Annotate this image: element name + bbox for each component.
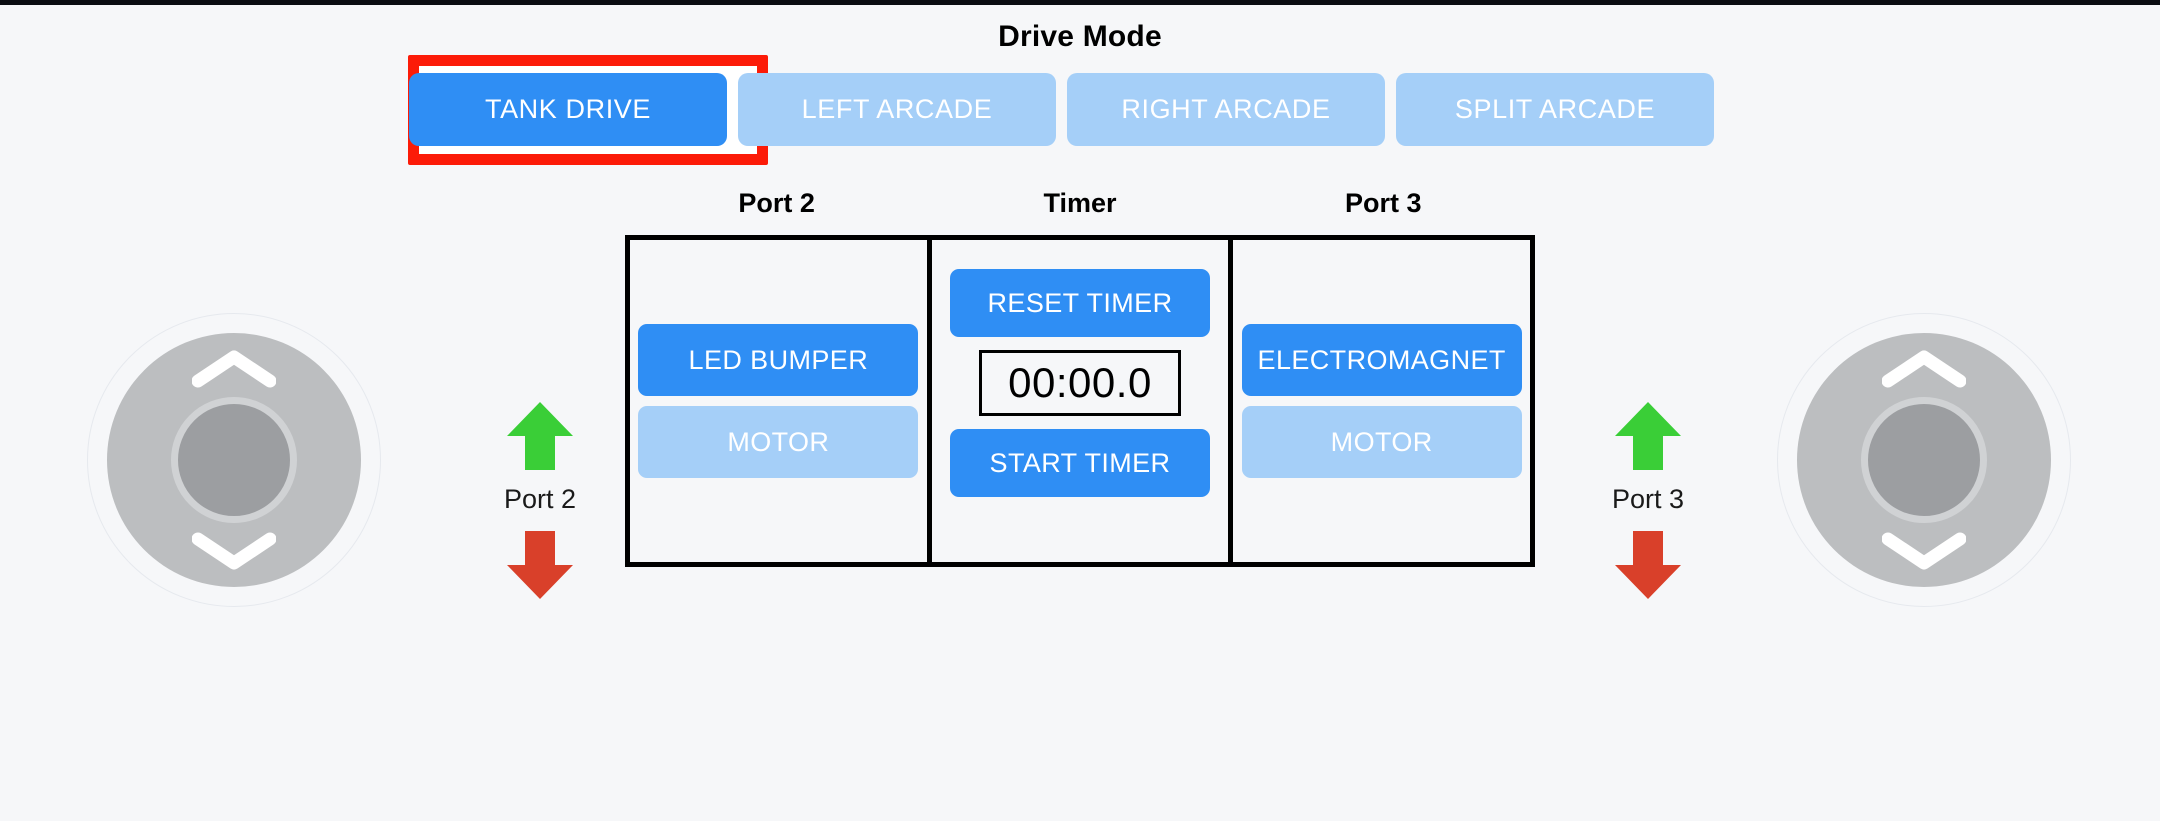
port3-electromagnet-button[interactable]: ELECTROMAGNET xyxy=(1241,324,1522,396)
right-joystick[interactable] xyxy=(1777,313,2071,607)
drive-mode-right-arcade-button[interactable]: RIGHT ARCADE xyxy=(1067,73,1385,146)
drive-mode-title: Drive Mode xyxy=(998,20,1162,53)
panel-header-labels: Port 2 Timer Port 3 xyxy=(625,188,1535,219)
right-joystick-knob[interactable] xyxy=(1861,397,1987,523)
port2-label: Port 2 xyxy=(503,484,577,514)
drive-mode-tank-drive-button[interactable]: TANK DRIVE xyxy=(409,73,727,146)
arrow-down-icon[interactable] xyxy=(505,529,575,601)
chevron-up-icon xyxy=(1882,349,1966,389)
chevron-up-icon xyxy=(192,349,276,389)
panel-label-port3: Port 3 xyxy=(1345,188,1422,218)
port3-motor-button[interactable]: MOTOR xyxy=(1241,406,1522,478)
panel-label-timer: Timer xyxy=(1043,188,1117,218)
arrow-down-icon[interactable] xyxy=(1613,529,1683,601)
port2-arrow-cluster: Port 2 xyxy=(470,400,610,601)
port2-motor-button[interactable]: MOTOR xyxy=(638,406,919,478)
drive-mode-left-arcade-button[interactable]: LEFT ARCADE xyxy=(738,73,1056,146)
chevron-down-icon xyxy=(192,531,276,571)
drive-mode-button-row: TANK DRIVE LEFT ARCADE RIGHT ARCADE SPLI… xyxy=(409,73,1714,146)
window-top-edge xyxy=(0,0,2160,5)
panel-column-port3: ELECTROMAGNET MOTOR xyxy=(1233,240,1530,562)
device-panel: LED BUMPER MOTOR RESET TIMER 00:00.0 STA… xyxy=(625,235,1535,567)
start-timer-button[interactable]: START TIMER xyxy=(950,429,1210,497)
timer-display: 00:00.0 xyxy=(979,350,1181,416)
arrow-up-icon[interactable] xyxy=(505,400,575,472)
left-joystick-disc[interactable] xyxy=(107,333,361,587)
right-joystick-disc[interactable] xyxy=(1797,333,2051,587)
arrow-up-icon[interactable] xyxy=(1613,400,1683,472)
left-joystick-knob[interactable] xyxy=(171,397,297,523)
port3-label: Port 3 xyxy=(1611,484,1685,514)
panel-column-port2: LED BUMPER MOTOR xyxy=(630,240,927,562)
chevron-down-icon xyxy=(1882,531,1966,571)
left-joystick[interactable] xyxy=(87,313,381,607)
panel-label-port2: Port 2 xyxy=(738,188,815,218)
port2-led-bumper-button[interactable]: LED BUMPER xyxy=(638,324,919,396)
port3-arrow-cluster: Port 3 xyxy=(1578,400,1718,601)
panel-column-timer: RESET TIMER 00:00.0 START TIMER xyxy=(926,240,1234,562)
drive-mode-split-arcade-button[interactable]: SPLIT ARCADE xyxy=(1396,73,1714,146)
reset-timer-button[interactable]: RESET TIMER xyxy=(950,269,1210,337)
